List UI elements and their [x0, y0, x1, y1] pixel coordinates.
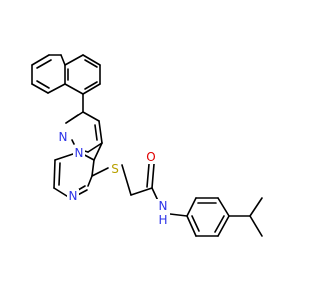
naphthalene-group [31, 54, 101, 113]
bond [169, 213, 188, 217]
bond [64, 54, 84, 66]
bond [87, 175, 93, 187]
isopropylphenyl-group [186, 197, 263, 237]
bond [64, 83, 84, 95]
bond [93, 142, 103, 161]
molecule-structure: N N N S O N H [31, 54, 263, 237]
bond [36, 80, 50, 89]
bond [84, 59, 98, 68]
pyrazole-ring [65, 111, 103, 153]
bond [71, 139, 75, 145]
label-background [156, 199, 170, 225]
bond [91, 159, 95, 177]
bond [53, 159, 56, 189]
bond [60, 54, 66, 66]
bond [214, 215, 225, 233]
label-background [58, 130, 70, 144]
bond [47, 83, 66, 94]
bond [84, 81, 98, 90]
bond [82, 54, 101, 66]
atom-s-thioether: S [111, 162, 119, 176]
bond [87, 142, 103, 153]
label-background [109, 162, 121, 176]
bond [94, 124, 98, 141]
atom-o-carbonyl: O [146, 150, 155, 164]
bond [82, 111, 100, 122]
atom-n-pyrazine: N [69, 189, 78, 203]
bond [191, 215, 200, 232]
bond [98, 120, 103, 144]
label-background [145, 150, 157, 164]
bond [249, 197, 263, 217]
bond [121, 164, 132, 196]
bond [146, 163, 150, 188]
bond [186, 197, 197, 217]
bond [151, 163, 155, 189]
atom-labels: N N N S O N H [58, 130, 170, 227]
bond [82, 83, 101, 95]
atom-n-amide: N [159, 199, 168, 213]
bond [249, 215, 263, 237]
label-background [67, 189, 79, 203]
bond [217, 197, 230, 217]
bond [186, 215, 197, 237]
side-chain [91, 163, 188, 217]
atom-n-pyrazole: N [59, 130, 68, 144]
bond [58, 162, 61, 186]
bond [65, 114, 79, 124]
label-background [73, 146, 85, 160]
atom-h-amide: H [158, 213, 167, 227]
bond [91, 167, 109, 177]
bond [217, 215, 230, 237]
bond [31, 83, 49, 94]
atom-n-bridge: N [75, 146, 84, 160]
bond [36, 59, 52, 69]
bond [130, 187, 153, 196]
bond [31, 54, 50, 66]
